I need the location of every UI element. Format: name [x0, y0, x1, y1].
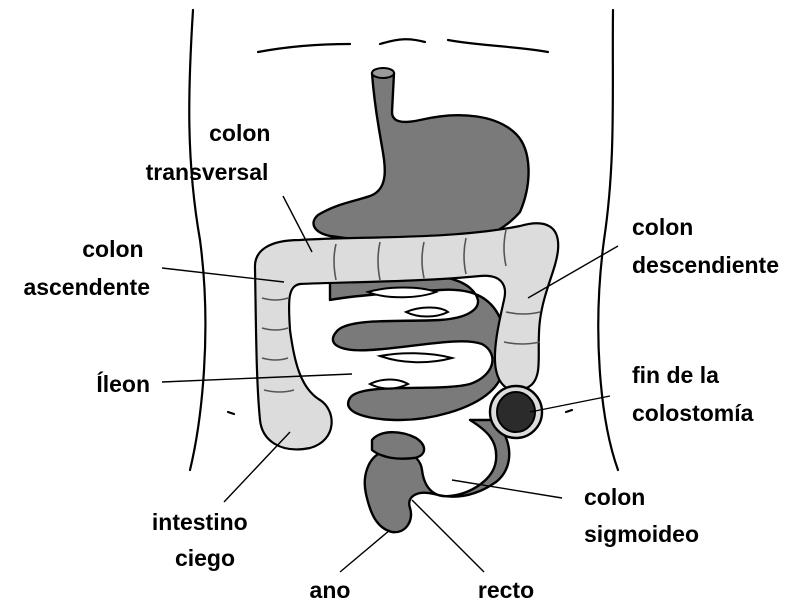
label-colon-sigmoideo: colon sigmoideo [584, 484, 699, 547]
label-colon-transversal: colon transversal [146, 120, 277, 185]
leader-ano [340, 530, 390, 572]
label-recto: recto [478, 577, 534, 603]
label-fin-colostomia: fin de la colostomía [632, 362, 754, 426]
label-ileon: Íleon [96, 370, 150, 397]
leader-intestino-ciego [224, 432, 290, 502]
colostomy-stoma [490, 386, 542, 438]
label-colon-ascendente: colon ascendente [23, 236, 150, 300]
leader-recto [412, 500, 484, 572]
label-ano: ano [310, 577, 351, 603]
sigmoid-and-rectum [365, 420, 509, 532]
label-intestino-ciego: intestino ciego [152, 509, 254, 571]
stomach [314, 68, 529, 245]
small-intestine [330, 272, 507, 420]
label-colon-descendiente: colon descendiente [632, 214, 779, 278]
